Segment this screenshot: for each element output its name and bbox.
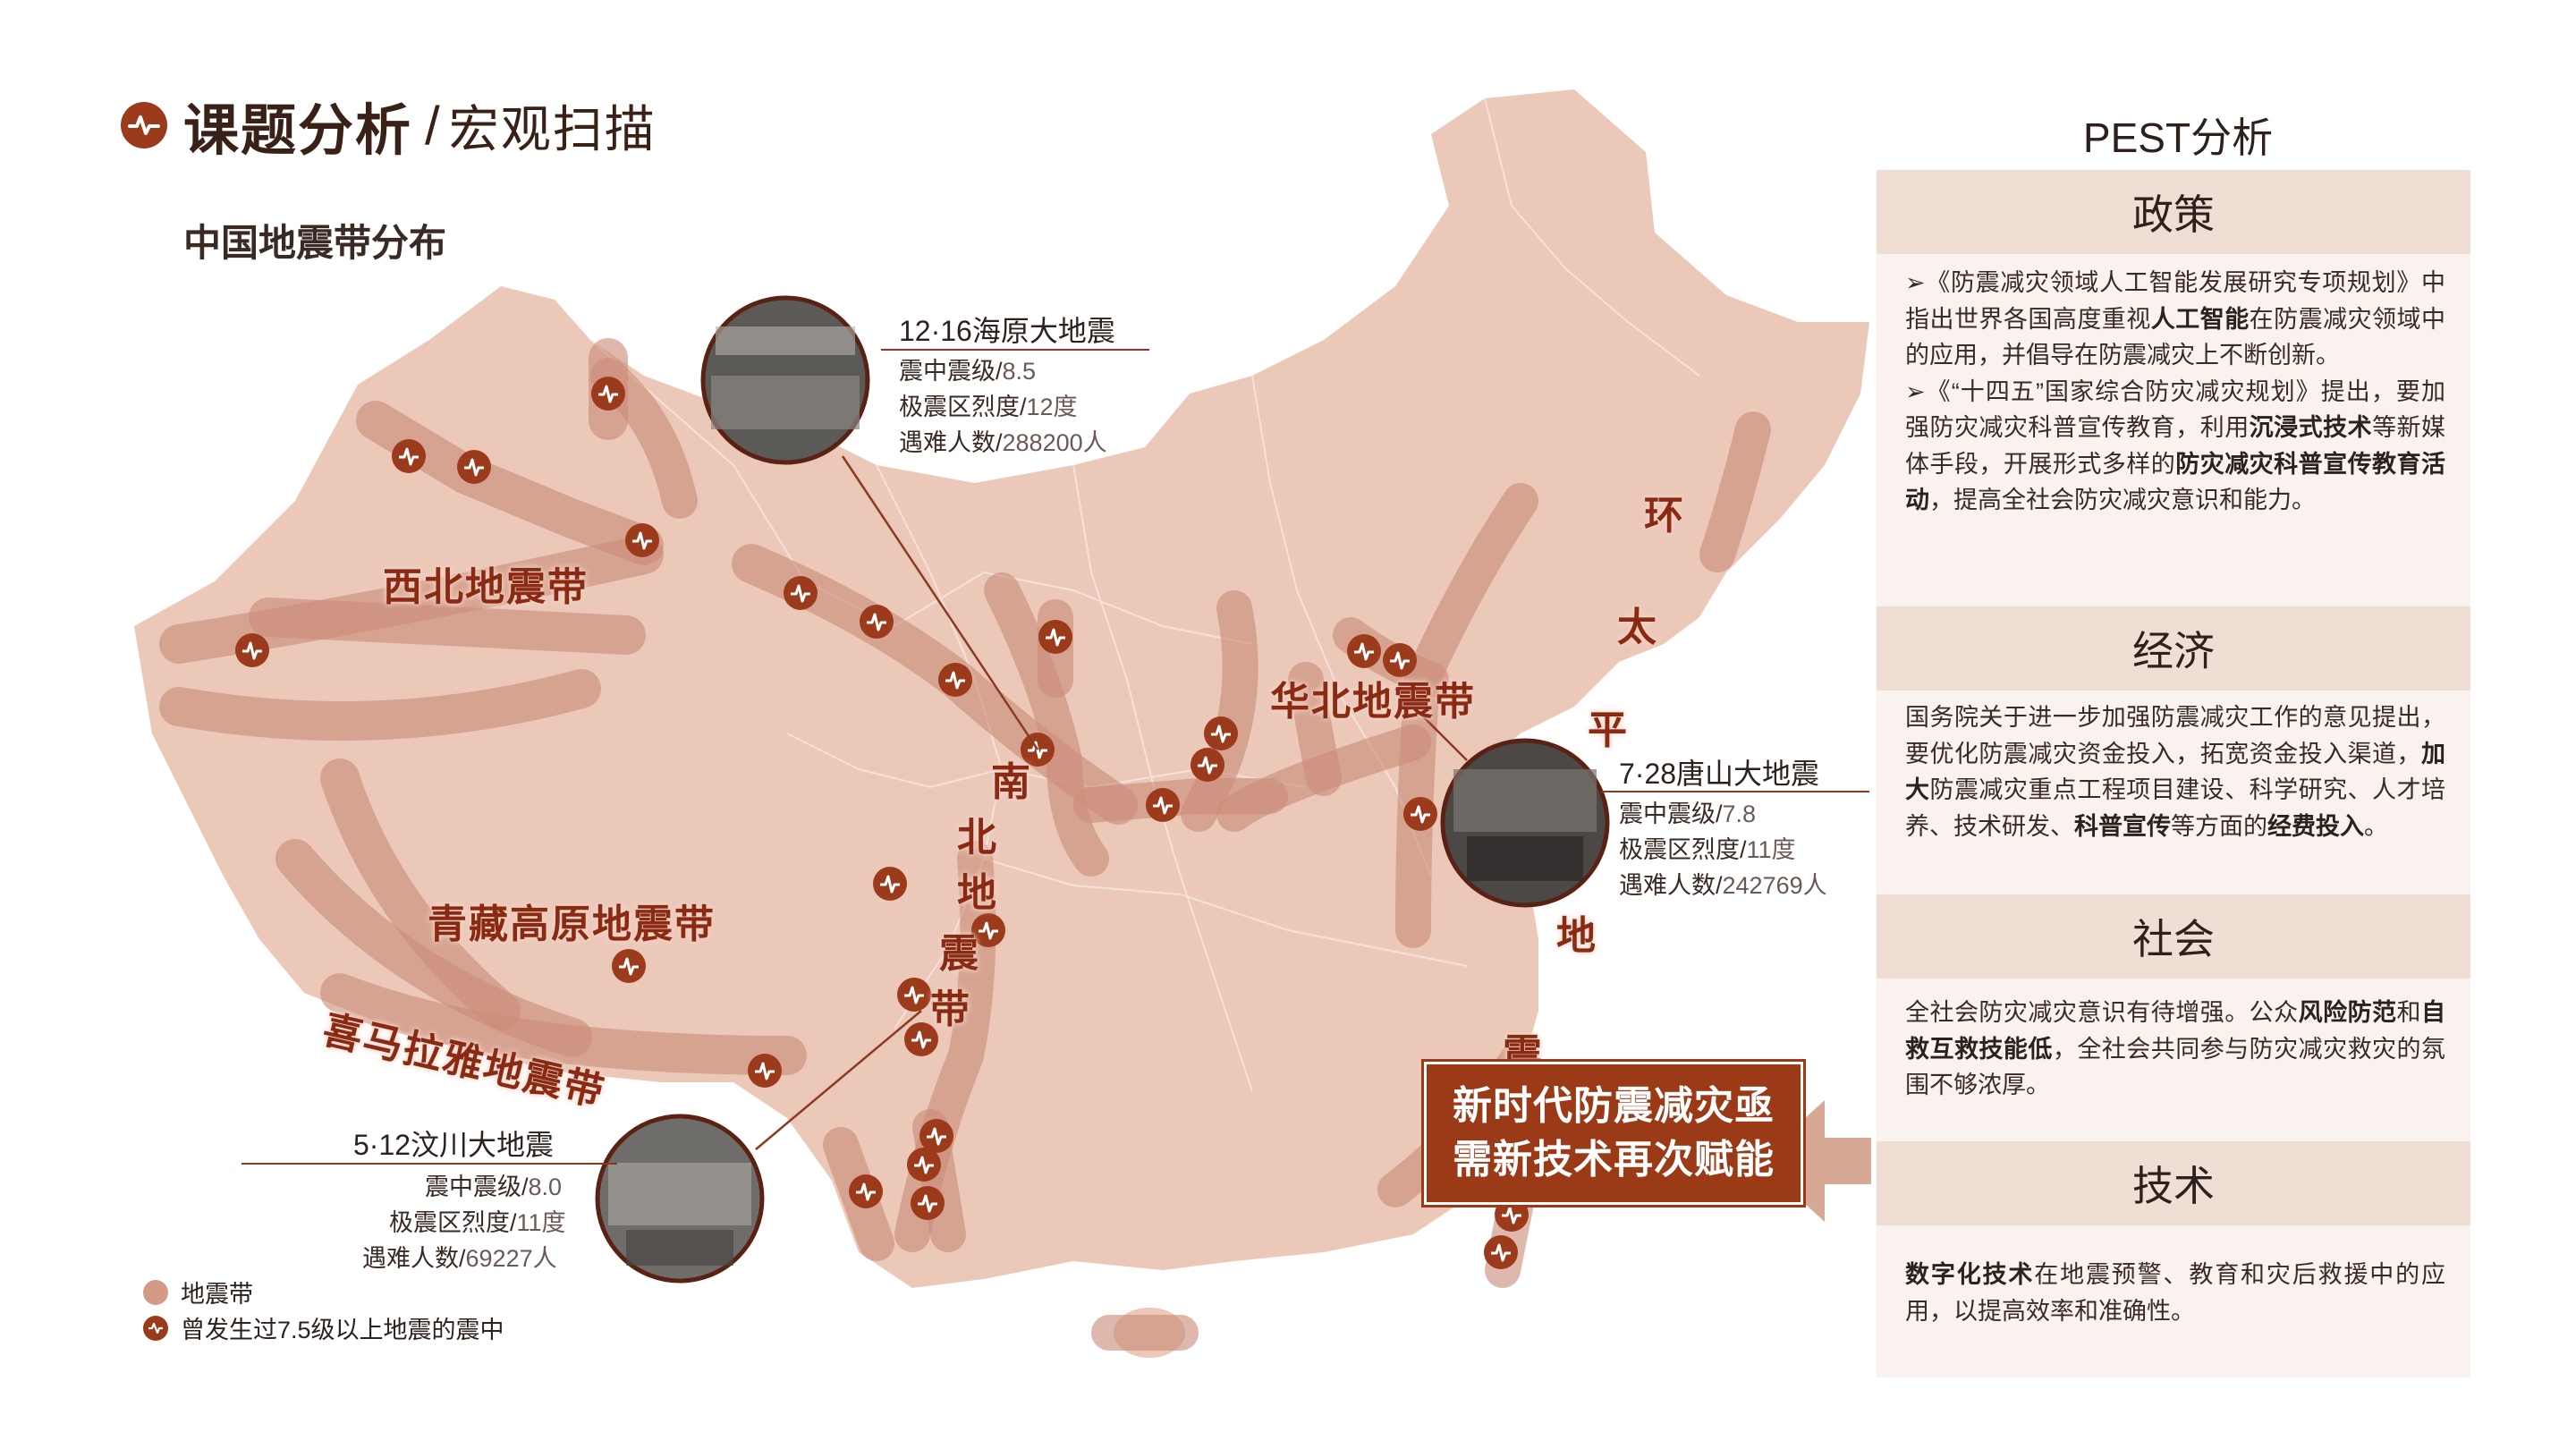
policy-paragraph-1: ➢《防震减灾领域人工智能发展研究专项规划》中指出世界各国高度重视人工智能在防震减… (1905, 269, 2446, 369)
event-magnitude-tangshan: 震中震级/7.8 (1619, 801, 1757, 827)
legend-epicenter: 曾发生过7.5级以上地震的震中 (143, 1310, 504, 1345)
legend-belt: 地震带 (143, 1275, 253, 1309)
event-magnitude-haiyuan: 震中震级/8.5 (899, 358, 1037, 385)
highlight-line-1: 新时代防震减灾亟 (1453, 1084, 1775, 1128)
event-underline-wenchuan (242, 1163, 617, 1165)
belt-label-nanbei-2: 北 (957, 816, 996, 860)
belt-label-qingzang: 青藏高原地震带 (428, 902, 716, 946)
belt-label-pacific-5: 地 (1556, 914, 1596, 958)
belt-label-pacific-3: 平 (1588, 708, 1627, 752)
pest-society-body: 全社会防灾减灾意识有待增强。公众风险防范和自救互救技能低，全社会共同参与防灾减灾… (1905, 999, 2446, 1098)
belt-label-nanbei-1: 南 (991, 760, 1030, 804)
highlight-callout: 新时代防震减灾亟 需新技术再次赋能 (1424, 1062, 1803, 1205)
pest-policy-body: ➢《防震减灾领域人工智能发展研究专项规划》中指出世界各国高度重视人工智能在防震减… (1905, 265, 2445, 519)
event-intensity-tangshan: 极震区烈度/11度 (1619, 836, 1796, 863)
callout-leaders (755, 455, 1468, 1150)
event-title-haiyuan: 12·16海原大地震 (899, 315, 1115, 347)
belt-label-nanbei-4: 震 (939, 932, 979, 976)
pest-technology-body: 数字化技术在地震预警、教育和灾后救援中的应用，以提高效率和准确性。 (1905, 1261, 2445, 1325)
belt-label-nanbei-3: 地 (957, 871, 996, 915)
event-deaths-tangshan: 遇难人数/242769人 (1619, 872, 1827, 899)
event-underline-haiyuan (881, 349, 1149, 351)
epicenter-icon (143, 1315, 168, 1341)
event-intensity-wenchuan: 极震区烈度/11度 (389, 1209, 566, 1236)
china-mainland (134, 89, 1869, 1288)
belt-label-nanbei-5: 带 (930, 987, 970, 1031)
title-separator: / (425, 95, 440, 156)
highlight-line-2: 需新技术再次赋能 (1453, 1138, 1775, 1182)
belt-label-huabei: 华北地震带 (1270, 680, 1476, 724)
event-photos (595, 295, 1610, 1284)
pest-technology-heading: 技术 (1877, 1141, 2470, 1225)
map-title: 中国地震带分布 (183, 222, 447, 264)
page-header: 课题分析 / 宏观扫描 (121, 85, 657, 165)
event-deaths-wenchuan: 遇难人数/69227人 (362, 1245, 557, 1272)
pest-policy-heading: 政策 (1877, 170, 2470, 254)
belt-swatch-icon (143, 1279, 168, 1305)
pulse-icon (121, 102, 167, 148)
event-magnitude-wenchuan: 震中震级/8.0 (425, 1174, 563, 1200)
page-subtitle: 宏观扫描 (448, 100, 657, 157)
belt-label-pacific-2: 太 (1617, 606, 1657, 649)
pest-title: PEST分析 (2082, 114, 2274, 161)
policy-paragraph-2: ➢《“十四五”国家综合防灾减灾规划》提出，要加强防灾减灾科普宣传教育，利用沉浸式… (1905, 377, 2446, 514)
pest-society-heading: 社会 (1877, 894, 2470, 979)
event-title-wenchuan: 5·12汶川大地震 (353, 1129, 555, 1161)
belt-label-pacific-1: 环 (1644, 494, 1683, 538)
belt-label-northwest: 西北地震带 (383, 565, 589, 609)
pest-economy-body: 国务院关于进一步加强防震减灾工作的意见提出，要优化防震减灾资金投入，拓宽资金投入… (1905, 704, 2446, 840)
pest-economy-heading: 经济 (1877, 606, 2470, 691)
legend-belt-label: 地震带 (181, 1281, 253, 1308)
event-intensity-haiyuan: 极震区烈度/12度 (899, 394, 1078, 420)
pest-panel: 政策 ➢《防震减灾领域人工智能发展研究专项规划》中指出世界各国高度重视人工智能在… (1877, 170, 2470, 1377)
legend-epicenter-label: 曾发生过7.5级以上地震的震中 (181, 1317, 504, 1343)
event-deaths-haiyuan: 遇难人数/288200人 (899, 429, 1107, 456)
event-title-tangshan: 7·28唐山大地震 (1619, 758, 1820, 790)
page-title: 课题分析 (183, 100, 413, 162)
event-underline-tangshan (1601, 791, 1869, 792)
